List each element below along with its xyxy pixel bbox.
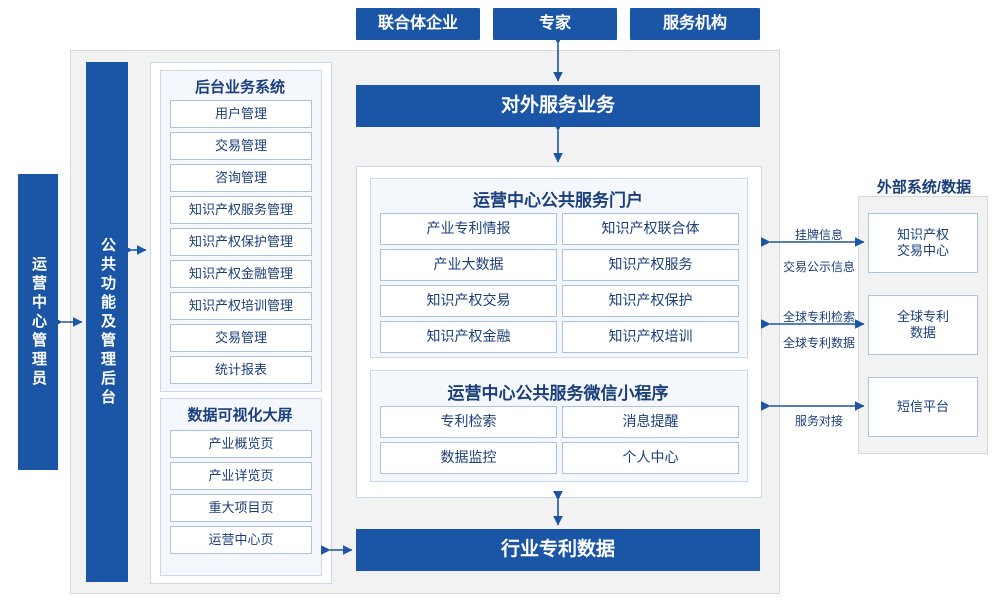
external-item-label: 短信平台 — [896, 398, 949, 414]
visualization-item-label: 重大项目页 — [208, 499, 274, 515]
industry-data-title: 行业专利数据 — [500, 538, 615, 560]
miniprogram-item-2[interactable]: 数据监控 — [380, 442, 557, 474]
miniprogram-item-1[interactable]: 消息提醒 — [562, 406, 739, 438]
backend-item-label: 交易管理 — [214, 329, 267, 345]
portal-item-4[interactable]: 知识产权交易 — [380, 285, 557, 317]
portal-item-label: 产业大数据 — [433, 256, 504, 273]
external-item-0[interactable]: 知识产权 交易中心 — [868, 213, 978, 273]
backend-item-1[interactable]: 交易管理 — [170, 132, 312, 160]
backend-item-label: 用户管理 — [214, 105, 267, 121]
backend-item-8[interactable]: 统计报表 — [170, 356, 312, 384]
external-item-2[interactable]: 短信平台 — [868, 377, 978, 437]
top-actor-label: 服务机构 — [662, 15, 727, 33]
portal-item-1[interactable]: 知识产权联合体 — [562, 213, 739, 245]
common-functions-label: 公共功能及管理后台 — [99, 236, 116, 408]
backend-item-label: 知识产权保护管理 — [188, 233, 293, 249]
portal-item-6[interactable]: 知识产权金融 — [380, 321, 557, 353]
backend-item-label: 知识产权服务管理 — [188, 201, 293, 217]
portal-title: 运营中心公共服务门户 — [473, 191, 643, 210]
visualization-item-0[interactable]: 产业概览页 — [170, 430, 312, 458]
miniprogram-item-label: 数据监控 — [440, 449, 497, 466]
portal-item-label: 知识产权服务 — [608, 256, 693, 273]
common-functions-box[interactable]: 公共功能及管理后台 — [86, 62, 128, 582]
portal-item-label: 产业专利情报 — [426, 220, 511, 237]
portal-item-5[interactable]: 知识产权保护 — [562, 285, 739, 317]
backend-item-label: 统计报表 — [214, 361, 267, 377]
external-item-label: 知识产权 交易中心 — [896, 226, 949, 258]
top-actor-2[interactable]: 服务机构 — [630, 8, 760, 40]
backend-item-5[interactable]: 知识产权金融管理 — [170, 260, 312, 288]
miniprogram-item-label: 消息提醒 — [622, 413, 679, 430]
external-service-title: 对外服务业务 — [500, 94, 615, 116]
external-edge-label-1: 交易公示信息 — [782, 260, 855, 274]
operations-admin-label: 运营中心管理员 — [30, 255, 47, 389]
portal-item-3[interactable]: 知识产权服务 — [562, 249, 739, 281]
top-actor-1[interactable]: 专家 — [493, 8, 617, 40]
backend-item-label: 交易管理 — [214, 137, 267, 153]
visualization-item-label: 产业详览页 — [208, 467, 274, 483]
visualization-item-label: 运营中心页 — [208, 531, 274, 547]
backend-item-label: 知识产权培训管理 — [188, 297, 293, 313]
visualization-item-label: 产业概览页 — [208, 435, 274, 451]
visualization-item-2[interactable]: 重大项目页 — [170, 494, 312, 522]
operations-admin-box[interactable]: 运营中心管理员 — [18, 174, 58, 470]
miniprogram-item-label: 个人中心 — [622, 449, 679, 466]
backend-item-4[interactable]: 知识产权保护管理 — [170, 228, 312, 256]
backend-system-title: 后台业务系统 — [194, 79, 285, 96]
backend-item-2[interactable]: 咨询管理 — [170, 164, 312, 192]
external-item-label: 全球专利 数据 — [896, 308, 949, 340]
miniprogram-item-label: 专利检索 — [440, 413, 497, 430]
portal-item-label: 知识产权金融 — [426, 328, 511, 345]
external-title: 外部系统/数据 — [876, 179, 972, 196]
external-edge-label-4: 服务对接 — [794, 414, 843, 428]
external-edge-label-0: 挂牌信息 — [794, 228, 843, 242]
portal-item-label: 知识产权联合体 — [601, 220, 700, 237]
portal-item-label: 知识产权交易 — [426, 292, 511, 309]
portal-item-7[interactable]: 知识产权培训 — [562, 321, 739, 353]
visualization-title: 数据可视化大屏 — [187, 407, 293, 424]
miniprogram-title: 运营中心公共服务微信小程序 — [447, 384, 669, 403]
external-item-1[interactable]: 全球专利 数据 — [868, 295, 978, 355]
miniprogram-item-0[interactable]: 专利检索 — [380, 406, 557, 438]
portal-item-2[interactable]: 产业大数据 — [380, 249, 557, 281]
top-actor-label: 联合体企业 — [377, 15, 458, 33]
backend-item-label: 咨询管理 — [214, 169, 267, 185]
external-edge-label-3: 全球专利数据 — [782, 336, 855, 350]
visualization-item-1[interactable]: 产业详览页 — [170, 462, 312, 490]
top-actor-label: 专家 — [538, 15, 571, 33]
backend-item-label: 知识产权金融管理 — [188, 265, 293, 281]
external-edge-label-2: 全球专利检索 — [782, 310, 855, 324]
industry-data-box[interactable]: 行业专利数据 — [356, 529, 760, 571]
portal-item-label: 知识产权培训 — [608, 328, 693, 345]
backend-item-3[interactable]: 知识产权服务管理 — [170, 196, 312, 224]
external-service-box[interactable]: 对外服务业务 — [356, 85, 760, 127]
visualization-item-3[interactable]: 运营中心页 — [170, 526, 312, 554]
top-actor-0[interactable]: 联合体企业 — [356, 8, 480, 40]
backend-item-6[interactable]: 知识产权培训管理 — [170, 292, 312, 320]
backend-item-7[interactable]: 交易管理 — [170, 324, 312, 352]
miniprogram-item-3[interactable]: 个人中心 — [562, 442, 739, 474]
portal-item-0[interactable]: 产业专利情报 — [380, 213, 557, 245]
backend-item-0[interactable]: 用户管理 — [170, 100, 312, 128]
portal-item-label: 知识产权保护 — [608, 292, 693, 309]
